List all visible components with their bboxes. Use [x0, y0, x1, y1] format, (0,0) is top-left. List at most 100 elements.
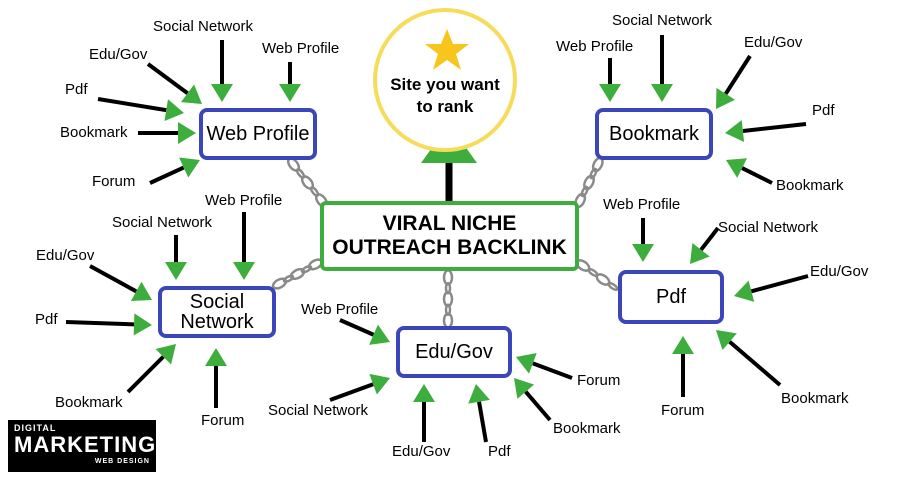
arrow-head: [599, 84, 621, 102]
node-social-network-label-line1: Social: [189, 291, 245, 313]
source-label: Pdf: [65, 81, 88, 98]
logo-line2: MARKETING: [14, 432, 157, 457]
chain-link: [300, 265, 313, 274]
arrow-shaft: [750, 274, 809, 294]
source-label: Bookmark: [60, 124, 128, 141]
arrow-head: [133, 313, 152, 336]
logo-line1: DIGITAL: [14, 423, 57, 433]
arrow-head: [725, 120, 745, 142]
arrow-head: [716, 87, 735, 109]
arrow-shaft: [89, 264, 138, 294]
arrow-head: [211, 84, 233, 102]
arrow-shaft: [742, 122, 807, 134]
source-label: Forum: [201, 412, 245, 429]
chain-link: [580, 185, 589, 198]
source-label: Bookmark: [776, 177, 844, 194]
arrow-shaft: [724, 54, 752, 95]
source-label: Pdf: [488, 443, 511, 460]
source-label: Forum: [577, 372, 621, 389]
arrow-head: [690, 243, 710, 264]
arrow-head: [369, 373, 390, 395]
arrow-head: [651, 84, 673, 102]
source-label: Edu/Gov: [36, 247, 95, 264]
node-social-network-label-line2: Network: [180, 311, 254, 333]
arrow-shaft: [477, 401, 488, 443]
source-label: Social Network: [612, 12, 713, 29]
source-label: Social Network: [718, 219, 819, 236]
node-bookmark: Bookmark: [595, 108, 713, 160]
arrow-shaft: [532, 361, 573, 380]
chain-link: [583, 174, 595, 191]
arrow-head: [734, 280, 755, 302]
arrow-shaft: [97, 97, 167, 113]
source-label: Bookmark: [55, 394, 123, 411]
arrow-shaft: [699, 226, 720, 252]
target-site-circle: Site you want to rank: [373, 8, 517, 152]
brand-logo: DIGITAL MARKETING WEB DESIGN: [8, 420, 156, 472]
hub-title-line2: OUTREACH BACKLINK: [332, 236, 567, 259]
arrow-head: [179, 157, 200, 178]
chain-link: [271, 277, 288, 290]
hub-box: VIRAL NICHE OUTREACH BACKLINK: [320, 201, 579, 271]
node-edu-gov-label: Edu/Gov: [415, 341, 493, 363]
arrow-head: [514, 378, 535, 399]
source-label: Web Profile: [301, 301, 379, 318]
target-title-line1: Site you want: [390, 75, 500, 94]
source-label: Edu/Gov: [744, 34, 803, 51]
arrow-head: [672, 336, 694, 354]
hub-title-line1: VIRAL NICHE: [382, 212, 517, 235]
node-pdf-label: Pdf: [655, 286, 687, 308]
source-label: Web Profile: [205, 192, 283, 209]
arrow-head: [180, 84, 202, 104]
chain-link: [289, 267, 306, 281]
arrow-head: [178, 122, 196, 144]
star-icon: [425, 29, 469, 70]
arrow-shaft: [146, 62, 189, 95]
arrow-head: [413, 384, 435, 402]
arrow-head: [205, 348, 227, 366]
arrow-head: [233, 262, 255, 280]
source-label: Pdf: [35, 311, 58, 328]
source-label: Pdf: [812, 102, 835, 119]
arrow-head: [726, 158, 748, 178]
source-label: Bookmark: [553, 420, 621, 437]
source-label: Social Network: [112, 214, 213, 231]
node-web-profile: Web Profile: [199, 108, 317, 160]
arrow-shaft: [329, 382, 374, 402]
arrow-shaft: [149, 165, 185, 185]
source-label: Edu/Gov: [810, 263, 869, 280]
node-social-network: Social Network: [158, 286, 276, 338]
arrow-head: [279, 84, 301, 102]
arrow-head: [369, 324, 390, 345]
source-label: Edu/Gov: [89, 46, 148, 63]
node-web-profile-label: Web Profile: [206, 123, 310, 145]
source-label: Web Profile: [556, 38, 634, 55]
arrow-shaft: [728, 340, 782, 387]
arrow-shaft: [741, 166, 773, 185]
source-label: Bookmark: [781, 390, 849, 407]
arrow-shaft: [339, 318, 375, 337]
chain-link: [607, 281, 619, 292]
source-label: Social Network: [268, 402, 369, 419]
source-label: Forum: [92, 173, 136, 190]
source-label: Edu/Gov: [392, 443, 451, 460]
target-title-line2: to rank: [416, 97, 474, 116]
node-pdf: Pdf: [618, 270, 724, 324]
source-label: Social Network: [153, 18, 254, 35]
source-label: Web Profile: [262, 40, 340, 57]
arrow-shaft: [126, 355, 165, 394]
arrow-head: [165, 262, 187, 280]
arrow-head: [468, 384, 490, 404]
arrow-shaft: [524, 390, 552, 422]
arrow-head: [164, 99, 184, 121]
arrow-head: [130, 281, 152, 301]
arrow-head: [716, 330, 737, 351]
arrow-shaft: [65, 320, 135, 327]
logo-line3: WEB DESIGN: [94, 458, 150, 465]
arrow-head: [632, 244, 654, 262]
chain-link: [589, 167, 598, 180]
chain-link: [282, 274, 295, 283]
arrow-head: [155, 344, 176, 365]
node-edu-gov: Edu/Gov: [396, 326, 512, 378]
